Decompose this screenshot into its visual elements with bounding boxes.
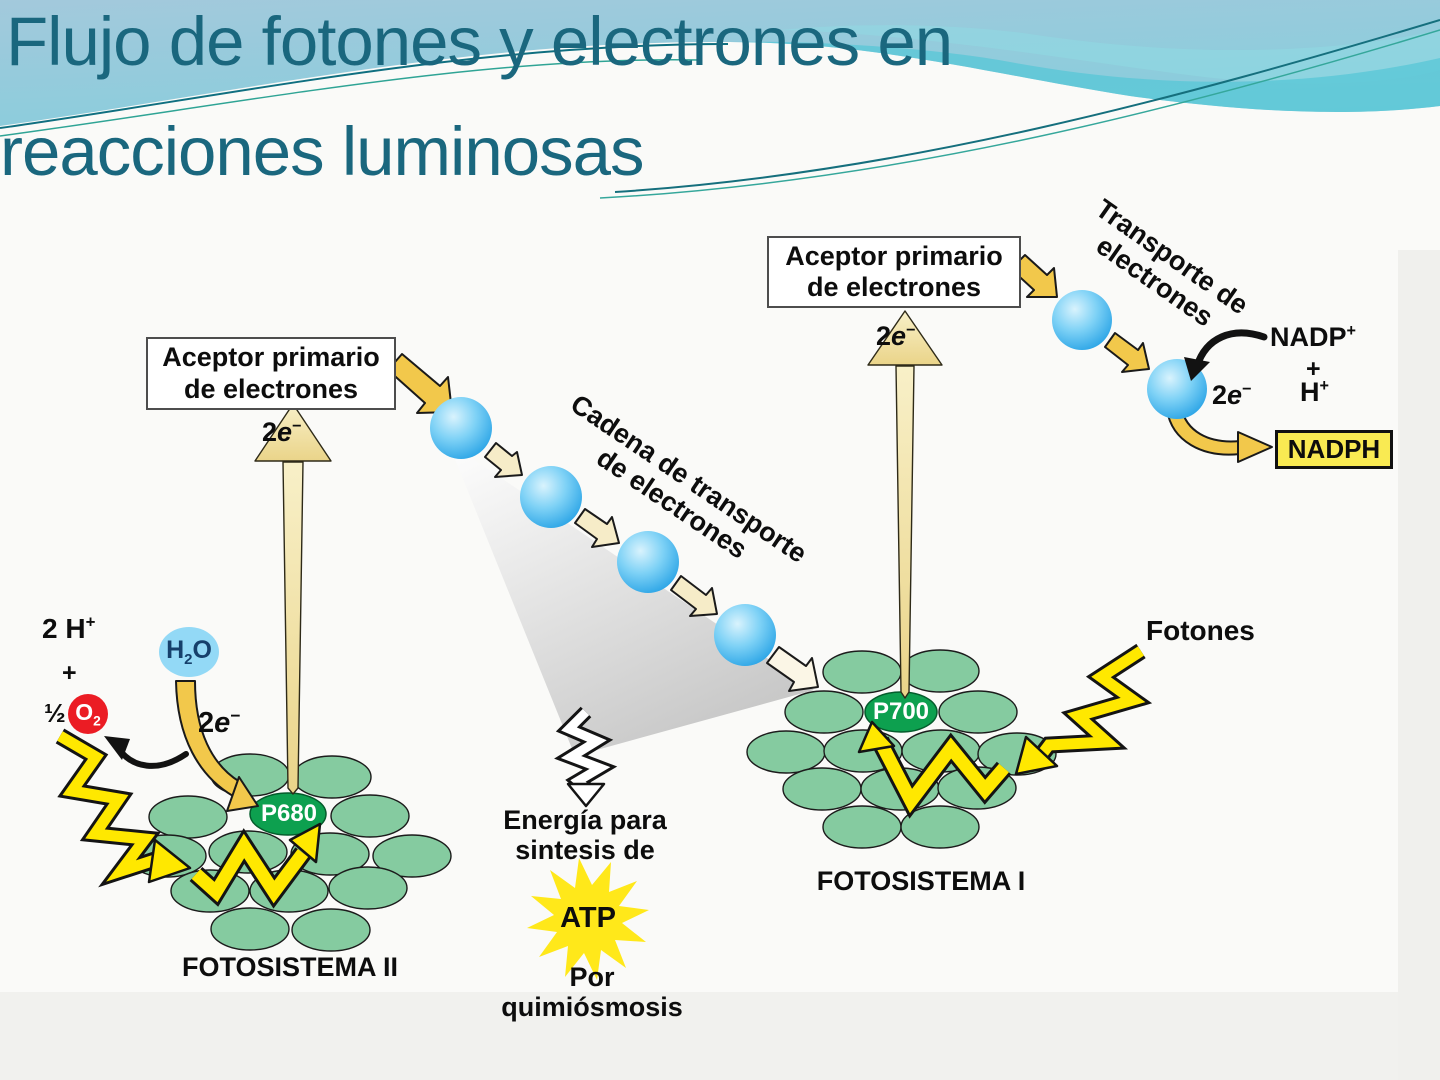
excitation-arrow-ps1 — [867, 310, 943, 699]
arrow-water-to-p680 — [175, 680, 259, 812]
arrow-to-nadph — [1166, 406, 1273, 463]
primary-acceptor-box-ps2: Aceptor primario de electrones — [146, 337, 396, 410]
photosystem2-label: FOTOSISTEMA II — [181, 952, 398, 982]
photon-arrow-ps2 — [55, 728, 192, 888]
arrow-chain-2 — [574, 508, 620, 548]
primary-acceptor-box-ps1: Aceptor primario de electrones — [767, 236, 1021, 308]
energy-zigzag-ps2 — [189, 822, 322, 909]
atp-label: ATP — [560, 902, 616, 934]
electron-carriers — [430, 290, 1207, 666]
arrow-chain-to-ps1 — [766, 646, 819, 692]
header-wave-art — [0, 0, 1440, 250]
two-electrons-label-ps1: 2e− — [876, 321, 916, 351]
energy-for-synthesis-label: Energía para sintesis de — [503, 805, 667, 865]
energy-to-atp-arrow — [554, 706, 618, 808]
two-electrons-label-water: 2e− — [198, 705, 241, 739]
photon-arrow-ps1 — [1014, 643, 1153, 776]
p680-label: P680 — [260, 800, 318, 827]
plus-sign-oxygen: + — [62, 659, 77, 687]
atp-starburst — [527, 858, 649, 980]
arrow-carrier-to-carrier — [1104, 332, 1150, 373]
chemiosmosis-label: Por quimiósmosis — [501, 962, 683, 1022]
photons-label: Fotones — [1146, 615, 1255, 646]
two-electrons-label-nadph: 2e− — [1212, 380, 1252, 410]
arrow-acceptor1-to-carrier — [1010, 254, 1058, 298]
slide-title-line2: reacciones luminosas — [0, 113, 644, 190]
photosystem1-label: FOTOSISTEMA I — [816, 866, 1026, 896]
nadp-label: NADP+ — [1270, 322, 1356, 352]
plus-sign-nadp: + — [1306, 355, 1321, 383]
arrow-to-oxygen — [104, 736, 189, 769]
arrow-chain-1 — [484, 442, 523, 478]
protons-label: 2 H+ — [42, 612, 96, 644]
half-fraction-label: ½ — [44, 698, 66, 728]
nadph-box: NADPH — [1275, 430, 1393, 469]
arrow-acceptor2-to-carrier — [387, 353, 453, 414]
slide-title-line1: Flujo de fotones y electrones en — [6, 3, 953, 80]
excitation-arrow-ps2 — [254, 403, 332, 795]
p680-reaction-center — [249, 792, 327, 836]
right-margin-band — [1398, 200, 1440, 1080]
oxygen-label: O2 — [75, 699, 101, 729]
bottom-margin-band — [0, 992, 1440, 1080]
water-label: H2O — [166, 636, 212, 668]
arrow-chain-3 — [670, 575, 718, 617]
h-plus-label: H+ — [1300, 377, 1329, 407]
arrow-nadp-to-carrier — [1184, 329, 1268, 381]
oxygen-molecule — [68, 694, 108, 734]
energy-zigzag-ps1 — [857, 720, 1012, 819]
p700-label: P700 — [872, 698, 930, 725]
two-electrons-label-ps2: 2e− — [262, 417, 302, 447]
water-molecule — [159, 627, 219, 677]
